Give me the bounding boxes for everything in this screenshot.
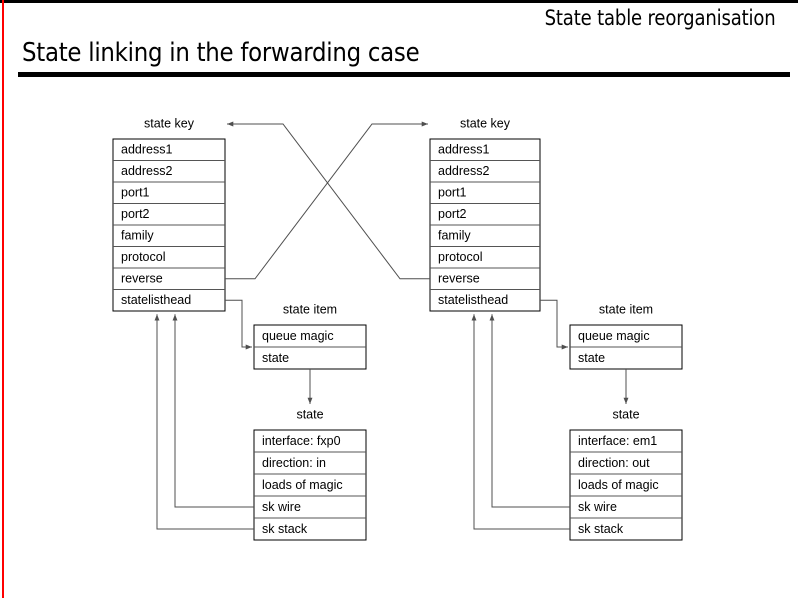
link-statelisthead-right-to-state-item	[540, 299, 568, 350]
state-box-right-frame	[569, 429, 683, 541]
state-box-right-caption: state	[612, 407, 639, 421]
diagram-labels-layer: state key state key state item state item st…	[144, 116, 653, 421]
state-linking-diagram: address1 address2 port1 port2 family protocol…	[0, 86, 798, 586]
state-item-left-cell: queue magic	[262, 329, 334, 343]
deck-header-title: State table reorganisation	[545, 6, 776, 30]
state-box-left-cell: sk wire	[262, 500, 301, 514]
link-sk-wire-left-to-statelisthead	[172, 314, 254, 508]
state-key-right-caption: state key	[460, 116, 511, 130]
state-key-left-cell: statelisthead	[121, 293, 191, 307]
state-item-right-caption: state item	[599, 302, 653, 316]
slide-title: State linking in the forwarding case	[22, 38, 420, 68]
link-statelisthead-left-to-state-item	[225, 299, 252, 350]
state-item-right-cell: queue magic	[578, 329, 650, 343]
state-key-left: address1 address2 port1 port2 family protocol…	[112, 138, 226, 312]
state-key-left-cell: family	[121, 229, 154, 243]
state-box-left: interface: fxp0 direction: in loads of mag…	[253, 429, 367, 541]
state-key-left-cell: protocol	[121, 250, 165, 264]
state-box-left-cell: interface: fxp0	[262, 434, 341, 448]
state-box-right-cell: sk stack	[578, 522, 624, 536]
state-box-left-caption: state	[296, 407, 323, 421]
state-item-right: queue magic state	[569, 324, 683, 370]
link-reverse-left-to-right-key	[225, 121, 428, 280]
state-key-left-cell: address2	[121, 164, 172, 178]
link-sk-stack-right-to-statelisthead	[471, 314, 570, 530]
state-box-right: interface: em1 direction: out loads of mag…	[569, 429, 683, 541]
link-sk-stack-left-to-statelisthead	[154, 314, 254, 530]
state-key-right-cell: statelisthead	[438, 293, 508, 307]
state-key-right-cell: address2	[438, 164, 489, 178]
state-key-right: address1 address2 port1 port2 family protocol…	[429, 138, 541, 312]
state-box-right-cell: sk wire	[578, 500, 617, 514]
state-key-right-cell: port1	[438, 186, 467, 200]
state-key-right-cell: family	[438, 229, 471, 243]
state-box-left-cell: loads of magic	[262, 478, 343, 492]
state-key-left-caption: state key	[144, 116, 195, 130]
state-key-left-cell: reverse	[121, 272, 163, 286]
state-item-right-cell: state	[578, 351, 605, 365]
state-key-left-cell: port1	[121, 186, 150, 200]
state-item-left-caption: state item	[283, 302, 337, 316]
slide-left-accent-border	[2, 0, 4, 598]
state-key-right-cell: reverse	[438, 272, 480, 286]
state-item-left: queue magic state	[253, 324, 367, 370]
state-box-right-cell: direction: out	[578, 456, 650, 470]
slide-top-border	[0, 0, 798, 3]
state-item-left-cell: state	[262, 351, 289, 365]
link-sk-wire-right-to-statelisthead	[489, 314, 570, 508]
state-box-right-cell: loads of magic	[578, 478, 659, 492]
state-box-left-cell: sk stack	[262, 522, 308, 536]
state-box-left-frame	[253, 429, 367, 541]
link-reverse-right-to-left-key	[227, 121, 430, 280]
state-box-right-cell: interface: em1	[578, 434, 657, 448]
title-underline-rule	[18, 72, 790, 77]
diagram-boxes-layer: address1 address2 port1 port2 family protocol…	[112, 138, 683, 541]
state-box-left-cell: direction: in	[262, 456, 326, 470]
state-key-right-cell: protocol	[438, 250, 482, 264]
state-key-right-cell: address1	[438, 143, 489, 157]
diagram-links-layer	[154, 121, 629, 530]
state-key-left-cell: port2	[121, 207, 150, 221]
state-key-left-cell: address1	[121, 143, 172, 157]
state-key-right-cell: port2	[438, 207, 467, 221]
